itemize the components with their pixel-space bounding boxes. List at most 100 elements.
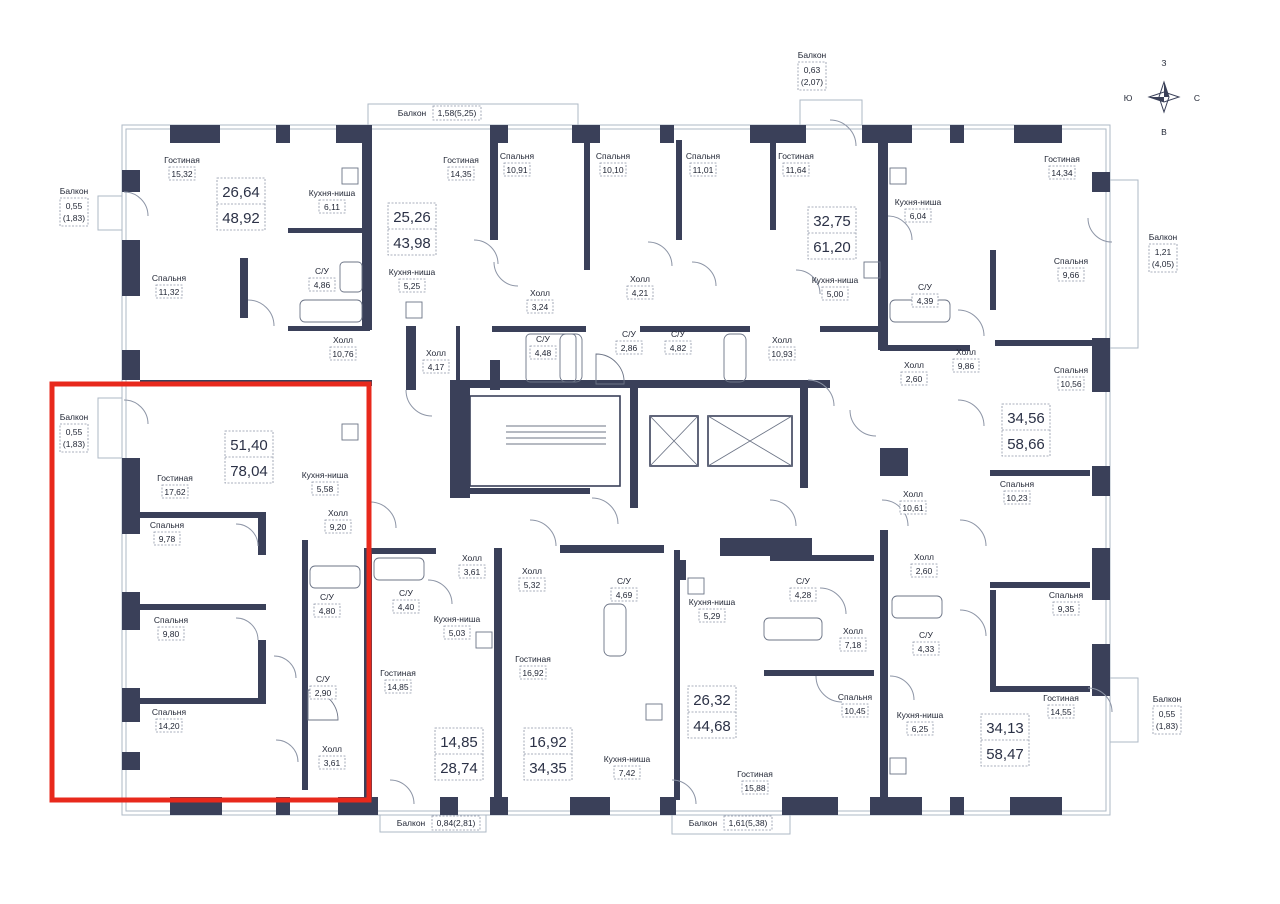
room-area-box (443, 625, 471, 640)
room-area: 14,34 (1051, 168, 1073, 178)
room-labels: Гостиная15,32Кухня-ниша6,11С/У4,86Спальн… (150, 151, 1089, 795)
apartment-living-area: 26,64 (222, 184, 260, 201)
apartment-total-area: 58,66 (1007, 436, 1045, 453)
balcony-name: Балкон (689, 818, 718, 828)
room-area-box (153, 531, 181, 546)
room-name: Кухня-ниша (897, 710, 944, 720)
room-area-box (309, 685, 337, 700)
room-area-box (308, 277, 336, 292)
room-label: С/У4,39 (911, 282, 939, 308)
room-name: Спальня (1049, 590, 1084, 600)
room-area: 10,76 (332, 349, 354, 359)
balcony-name: Балкон (1153, 694, 1182, 704)
room-name: Спальня (152, 273, 187, 283)
apartment-living-area: 25,26 (393, 209, 431, 226)
room-label: Спальня 11,32 (152, 273, 187, 299)
room-area: 9,80 (163, 629, 180, 639)
room-area: 3,61 (324, 758, 341, 768)
room-name: С/У (919, 630, 934, 640)
apartment-total-area: 61,20 (813, 239, 851, 256)
room-name: Гостиная (737, 769, 773, 779)
room-area-box (841, 703, 869, 718)
room-area-box (789, 587, 817, 602)
room-area-box (155, 284, 183, 299)
room-name: Гостиная (443, 155, 479, 165)
apartment-area: 26,64 48,92 (216, 177, 266, 231)
apartment-living-area: 14,85 (440, 734, 478, 751)
room-area-box (329, 346, 357, 361)
room-name: Спальня (1000, 479, 1035, 489)
balcony-area: 0,63 (804, 65, 821, 75)
balcony-area-box (1152, 705, 1182, 735)
room-area-box (768, 346, 796, 361)
room-area: 9,78 (159, 534, 176, 544)
room-area: 15,88 (744, 783, 766, 793)
room-area-box (613, 765, 641, 780)
balcony-name: Балкон (398, 108, 427, 118)
room-area-box (518, 577, 546, 592)
room-name: Холл (426, 348, 446, 358)
apartment-total-area: 44,68 (693, 718, 731, 735)
balcony-area: 0,55 (66, 427, 83, 437)
room-area-box (392, 599, 420, 614)
balcony-area-box (431, 815, 481, 831)
interior-walls (140, 140, 1095, 800)
room-label: С/У4,80 (313, 592, 341, 618)
compass-south-label: В (1161, 127, 1167, 137)
apartment-total-area: 48,92 (222, 210, 260, 227)
room-area-box (311, 481, 339, 496)
room-label: С/У2,90 (309, 674, 337, 700)
room-name: Гостиная (515, 654, 551, 664)
room-area: 4,21 (632, 288, 649, 298)
room-area-box (900, 371, 928, 386)
compass-north-label: З (1161, 58, 1166, 68)
room-area: 11,32 (159, 287, 180, 297)
room-name: Спальня (1054, 365, 1089, 375)
room-label: С/У4,86 (308, 266, 336, 292)
room-area-box (910, 563, 938, 578)
room-name: Кухня-ниша (309, 188, 356, 198)
room-area-box (615, 340, 643, 355)
room-name: Спальня (1054, 256, 1089, 266)
room-area-box (398, 278, 426, 293)
room-area-box (458, 564, 486, 579)
room-area: 17,62 (164, 487, 186, 497)
room-area: 9,86 (958, 361, 975, 371)
apartment-living-area: 32,75 (813, 213, 851, 230)
room-name: Холл (914, 552, 934, 562)
room-area: 14,55 (1050, 707, 1072, 717)
room-area-box (384, 679, 412, 694)
room-area: 4,28 (795, 590, 812, 600)
room-area: 5,32 (524, 580, 541, 590)
apartment-total-area: 78,04 (230, 463, 268, 480)
room-area-box (741, 780, 769, 795)
room-area: 10,10 (602, 165, 624, 175)
room-name: Спальня (152, 707, 187, 717)
compass: З Ю С В (1124, 58, 1200, 137)
room-label: С/У2,86 (615, 329, 643, 355)
room-name: С/У (536, 334, 551, 344)
room-label: С/У4,69 (610, 576, 638, 602)
room-area-box (161, 484, 189, 499)
room-name: Кухня-ниша (604, 754, 651, 764)
room-name: Холл (322, 744, 342, 754)
apartment-total-area: 58,47 (986, 746, 1024, 763)
balcony-name: Балкон (798, 50, 827, 60)
room-label: С/У4,48 (529, 334, 557, 360)
